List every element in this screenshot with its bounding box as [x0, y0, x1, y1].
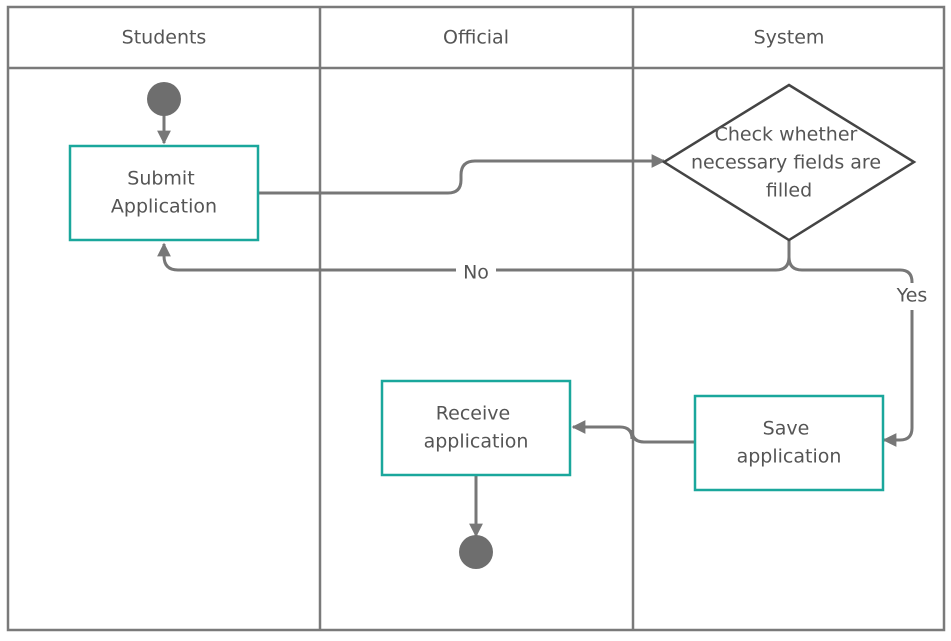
- end-node: [459, 535, 493, 569]
- edge-label-yes: Yes: [896, 285, 928, 307]
- edge-save-to-receive: [571, 420, 695, 444]
- submit-application-box: [68, 144, 260, 242]
- edge-submit-to-check: [258, 154, 666, 195]
- start-node: [147, 82, 181, 116]
- check-fields-text: Check whether necessary fields are fille…: [691, 118, 887, 202]
- lane-header-official: Official: [443, 27, 509, 49]
- edge-check-yes-to-save: [787, 256, 914, 447]
- save-application-box: [693, 394, 885, 492]
- check-fields-decision: [661, 83, 917, 242]
- receive-application-text: Receive application: [424, 397, 529, 453]
- edge-label-no: No: [463, 262, 489, 284]
- lane-header-students: Students: [122, 27, 207, 49]
- lane-header-system: System: [754, 27, 825, 49]
- receive-application-box: [380, 379, 572, 477]
- save-application-text: Save application: [737, 412, 842, 468]
- yes-label-background: [892, 283, 932, 310]
- no-label-background: [456, 258, 496, 282]
- submit-application-text: Submit Application: [111, 162, 217, 218]
